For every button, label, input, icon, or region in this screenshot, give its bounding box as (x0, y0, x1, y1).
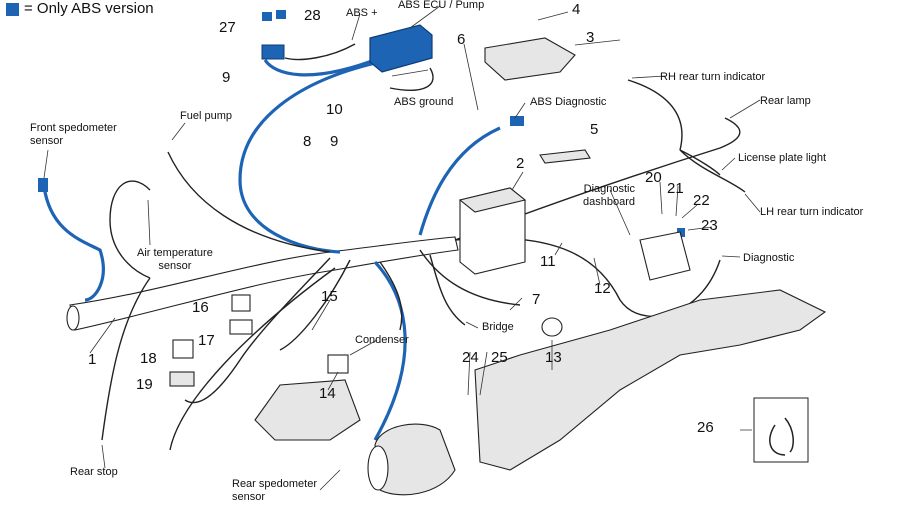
wire-rh-turn (627, 79, 683, 151)
pad-5 (539, 149, 591, 164)
detail-box-26 (753, 397, 809, 463)
fuse-28 (276, 10, 286, 19)
relay-18 (172, 339, 194, 359)
label-rh-rear-turn: RH rear turn indicator (660, 71, 766, 83)
wire-connectors (279, 259, 351, 351)
legend-text: = Only ABS version (24, 0, 154, 17)
abs-ecu-pump (369, 24, 433, 73)
abs-connector-9 (261, 44, 285, 60)
main-harness (69, 236, 459, 331)
label-abs-ground: ABS ground (394, 96, 454, 108)
relay-23 (677, 228, 685, 237)
callout-10: 10 (326, 101, 343, 118)
callout-25: 25 (491, 349, 508, 366)
label-air-temp: Air temperature sensor (137, 247, 213, 272)
wire-rear-stop (101, 277, 151, 441)
wire-abs-ground (389, 67, 434, 91)
wire-abs-plus (284, 43, 356, 61)
abs-wire-main (238, 60, 381, 254)
wire-bridge (429, 254, 466, 326)
label-front-speedo: Front spedometer sensor (30, 122, 117, 147)
callout-15: 15 (321, 288, 338, 305)
label-rear-stop: Rear stop (70, 466, 118, 478)
relay-16 (231, 294, 251, 312)
callout-20: 20 (645, 169, 662, 186)
callout-26: 26 (697, 419, 714, 436)
relay-17 (229, 319, 253, 335)
item-14 (327, 354, 349, 374)
callout-4: 4 (572, 1, 581, 18)
callout-21: 21 (667, 180, 684, 197)
callout-9-lower: 9 (330, 133, 339, 150)
callout-23: 23 (701, 217, 718, 234)
label-condenser: Condenser (355, 334, 409, 346)
rear-frame (474, 289, 827, 471)
callout-19: 19 (136, 376, 153, 393)
abs-legend-swatch (6, 2, 19, 16)
wire-fuel-pump (167, 151, 331, 253)
callout-13: 13 (545, 349, 562, 366)
harness-end (66, 305, 80, 331)
abs-wire-diagnostic (418, 126, 501, 236)
label-fuel-pump: Fuel pump (180, 110, 232, 122)
wire-plate (679, 149, 721, 176)
wire-lower-harness (169, 267, 336, 451)
callout-14: 14 (319, 385, 336, 402)
callout-17: 17 (198, 332, 215, 349)
callout-11: 11 (540, 253, 556, 270)
starter-motor (374, 423, 456, 496)
leader-lines (43, 5, 761, 491)
wire-condenser (379, 261, 403, 331)
clip-26 (769, 417, 795, 456)
abs-diag-connector (510, 116, 524, 126)
label-bridge: Bridge (482, 321, 514, 333)
callout-5: 5 (590, 121, 599, 138)
callout-27: 27 (219, 19, 236, 36)
callout-24: 24 (462, 349, 479, 366)
label-license-plate: License plate light (738, 152, 827, 164)
label-diagnostic-dashboard: Diagnostic dashboard (583, 183, 635, 208)
wire-lh-turn (679, 149, 746, 193)
callout-8: 8 (303, 133, 312, 150)
support-bracket (484, 37, 576, 81)
starter-end (367, 445, 389, 491)
wire-relays (184, 257, 331, 404)
callout-3: 3 (586, 29, 595, 46)
fuse-27 (262, 12, 272, 21)
callout-7: 7 (532, 291, 541, 308)
callout-9-upper: 9 (222, 69, 231, 86)
socket-13 (541, 317, 563, 337)
label-diagnostic: Diagnostic (743, 252, 795, 264)
label-abs-plus: ABS + (346, 7, 378, 19)
abs-wire-front-sensor (42, 185, 105, 302)
label-abs-ecu: ABS ECU / Pump (398, 0, 485, 11)
callout-18: 18 (140, 350, 157, 367)
front-speedo-connector (38, 178, 48, 192)
label-rear-lamp: Rear lamp (760, 95, 811, 107)
label-abs-diagnostic: ABS Diagnostic (530, 96, 607, 108)
callout-12: 12 (594, 280, 611, 297)
abs-wire-pump (263, 56, 381, 77)
callout-28: 28 (304, 7, 321, 24)
legend: = Only ABS version (6, 0, 154, 18)
battery-top (458, 187, 527, 213)
dashboard-block (639, 231, 691, 281)
wire-battery (419, 249, 521, 306)
callout-16: 16 (192, 299, 209, 316)
callout-6: 6 (457, 31, 466, 48)
label-lh-rear-turn: LH rear turn indicator (760, 206, 864, 218)
callout-2: 2 (516, 155, 525, 172)
wire-air-temp (109, 180, 151, 279)
callout-22: 22 (693, 192, 710, 209)
relay-holder (254, 379, 361, 441)
callout-1: 1 (88, 351, 97, 368)
abs-wire-rear-sensor (373, 260, 407, 441)
label-rear-speedo: Rear spedometer sensor (232, 478, 317, 503)
relay-19 (169, 371, 195, 387)
